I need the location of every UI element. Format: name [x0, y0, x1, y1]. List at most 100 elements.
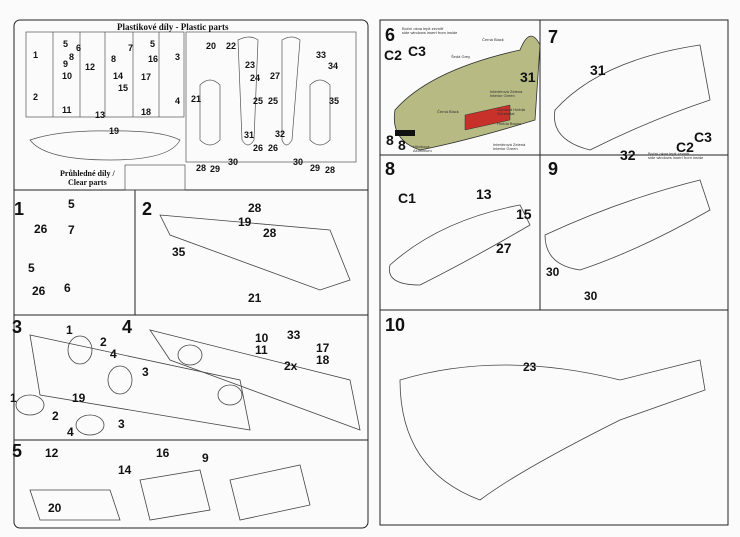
part-number: 25 — [253, 96, 264, 106]
part-callout: 17 — [316, 341, 330, 355]
part-number: 4 — [175, 96, 181, 106]
step-number: 2 — [142, 199, 153, 219]
part-number: 14 — [113, 71, 124, 81]
part-callout: 14 — [118, 463, 132, 477]
part-callout: 21 — [248, 291, 262, 305]
left-page-frame — [13, 19, 369, 529]
part-number: 13 — [95, 110, 106, 120]
part-callout: 9 — [202, 451, 209, 465]
part-number: 9 — [63, 59, 69, 69]
part-callout: 3 — [142, 365, 149, 379]
part-number: 31 — [244, 130, 255, 140]
step6-fuselage — [393, 35, 541, 151]
part-callout: 1 — [66, 323, 73, 337]
part-number: 10 — [62, 71, 73, 81]
right-page-frame — [379, 19, 729, 526]
step-number: 1 — [14, 199, 25, 219]
step8-fuselage — [388, 204, 531, 286]
note-cz: Boční okna lepit zevnitř — [402, 26, 444, 31]
step10-aircraft — [399, 359, 706, 501]
part-callout: 1 — [10, 391, 17, 405]
part-callout: 23 — [523, 360, 537, 374]
part-number: 8 — [111, 54, 117, 64]
part-number: 24 — [250, 73, 261, 83]
part-number: 5 — [150, 39, 156, 49]
note-cz: Boční okna lepit zevnitř — [648, 151, 690, 156]
part-callout: 12 — [45, 446, 59, 460]
part-number: 11 — [62, 105, 72, 115]
part-number: 1 — [33, 50, 39, 60]
part-callout: 5 — [68, 197, 75, 211]
part-callout: 19 — [238, 215, 252, 229]
part-number: 29 — [310, 163, 321, 173]
clear-title-cz: Průhledné díly / — [60, 169, 115, 178]
part-number: 3 — [175, 52, 181, 62]
step4-wing — [149, 329, 361, 431]
part-number: 27 — [270, 71, 281, 81]
part-callout: 2x — [284, 359, 298, 373]
part-callout: 33 — [287, 328, 301, 342]
step-number: 8 — [385, 159, 396, 179]
parts-sheet-title: Plastikové díly - Plastic parts — [117, 22, 229, 32]
part-number: 35 — [329, 96, 340, 106]
part-callout: 19 — [72, 391, 86, 405]
part-number: 22 — [226, 41, 237, 51]
part-number: 7 — [128, 43, 134, 53]
part-callout: 32 — [620, 147, 636, 163]
part-callout: C2 — [384, 47, 402, 63]
part-callout: 16 — [156, 446, 170, 460]
part-number: 30 — [228, 157, 239, 167]
color-label: Hliníková Aluminium — [413, 144, 432, 154]
part-number: 30 — [293, 157, 304, 167]
step-number: 3 — [12, 317, 23, 337]
part-callout: 3 — [118, 417, 125, 431]
part-callout: 15 — [516, 206, 532, 222]
color-label: Šedá Grey — [451, 54, 471, 59]
part-callout: 2 — [52, 409, 59, 423]
part-number: 26 — [253, 143, 264, 153]
part-callout: 4 — [67, 425, 74, 439]
part-callout: 2 — [100, 335, 107, 349]
part-callout: 26 — [32, 284, 46, 298]
part-number: 16 — [148, 54, 159, 64]
part-number: 5 — [63, 39, 69, 49]
part-callout: C1 — [398, 190, 416, 206]
part-callout: 35 — [172, 245, 186, 259]
part-number: 2 — [33, 92, 39, 102]
part-number: 17 — [141, 72, 152, 82]
part-number: 8 — [69, 52, 75, 62]
step-number: 9 — [548, 159, 559, 179]
part-callout: 8 — [398, 137, 406, 153]
part-number: 32 — [275, 129, 286, 139]
part-callout: 30 — [546, 265, 560, 279]
part-callout: 8 — [386, 132, 394, 148]
part-callout: 27 — [496, 240, 512, 256]
part-number: 25 — [268, 96, 279, 106]
part-number: 26 — [268, 143, 279, 153]
part-callout: 7 — [68, 223, 75, 237]
part-callout: 13 — [476, 186, 492, 202]
part-callout: 26 — [34, 222, 48, 236]
part-callout: 18 — [316, 353, 330, 367]
part-callout: 28 — [263, 226, 277, 240]
part-number: 28 — [196, 163, 207, 173]
step3-wing — [29, 334, 251, 431]
sprue-sheet — [25, 31, 357, 191]
part-number: 33 — [316, 50, 327, 60]
color-label: Interiérová Zelená Interior Green — [493, 142, 526, 152]
step-number: 6 — [385, 25, 396, 45]
step-number: 5 — [12, 441, 23, 461]
part-number: 34 — [328, 61, 339, 71]
part-callout: C2 — [676, 139, 694, 155]
step9-fuselage — [544, 179, 711, 271]
part-number: 28 — [325, 165, 336, 175]
part-callout: C3 — [408, 43, 426, 59]
part-number: 23 — [245, 60, 256, 70]
part-callout: 5 — [28, 261, 35, 275]
color-label: Hnědá Brown — [497, 121, 522, 126]
part-callout: 31 — [520, 69, 536, 85]
part-callout: 28 — [248, 201, 262, 215]
part-callout: 4 — [110, 347, 117, 361]
part-number: 20 — [206, 41, 217, 51]
